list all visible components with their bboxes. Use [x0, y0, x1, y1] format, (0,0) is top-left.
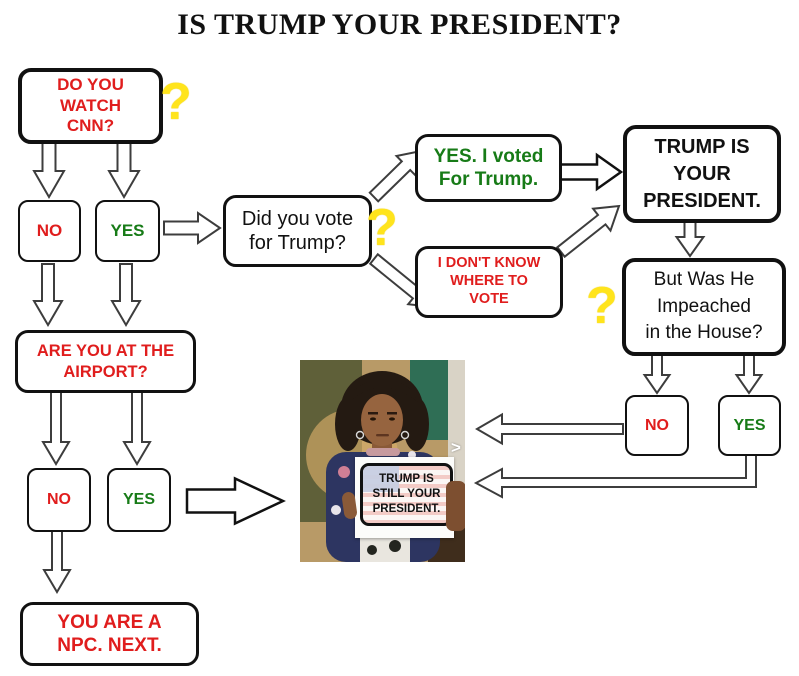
arrow-impeached-to-no: [642, 350, 672, 395]
photo-right-hand: [446, 481, 465, 531]
node-watch-cnn: DO YOU WATCH CNN?: [18, 68, 163, 144]
arrow-airport-to-no: [41, 389, 71, 466]
question-mark-vote: ?: [366, 199, 398, 257]
arrow-trumpis-to-impeached: [674, 217, 706, 258]
node-no-airport: NO: [27, 468, 91, 532]
arrow-yes-to-didvote: [163, 211, 222, 245]
node-yes-impeached: YES: [718, 395, 781, 456]
sign-flag-background: TRUMP IS STILL YOUR PRESIDENT.: [360, 463, 453, 526]
carousel-next-icon: >: [451, 438, 461, 457]
arrow-airport-to-yes: [122, 389, 152, 466]
node-npc: YOU ARE A NPC. NEXT.: [20, 602, 199, 666]
node-no-cnn: NO: [18, 200, 81, 262]
arrow-no-to-photo: [475, 412, 624, 446]
arrow-yes-elbow-to-photo: [473, 451, 757, 499]
page-title: IS TRUMP YOUR PRESIDENT?: [177, 8, 622, 41]
photo-face: [361, 394, 403, 446]
node-impeached: But Was He Impeached in the House?: [622, 258, 786, 356]
node-did-you-vote: Did you vote for Trump?: [223, 195, 372, 267]
sign-flag-canton: [363, 466, 399, 492]
question-mark-impeached: ?: [586, 277, 618, 335]
node-no-impeached: NO: [625, 395, 689, 456]
node-yes-airport: YES: [107, 468, 171, 532]
arrow-yesvoted-to-trumpis: [557, 152, 624, 192]
sign-text: TRUMP IS STILL YOUR PRESIDENT.: [372, 473, 441, 515]
question-mark-cnn: ?: [160, 73, 192, 131]
arrow-yes-to-photo: [185, 476, 286, 526]
node-dont-know: I DON'T KNOW WHERE TO VOTE: [415, 246, 563, 318]
arrow-no1-to-airport: [32, 263, 64, 327]
node-yes-cnn: YES: [95, 200, 160, 262]
node-airport: ARE YOU AT THE AIRPORT?: [15, 330, 196, 393]
arrow-cnn-to-yes: [107, 139, 141, 200]
arrow-cnn-to-no: [32, 139, 66, 200]
michelle-obama-photo: TRUMP IS STILL YOUR PRESIDENT. >: [300, 360, 465, 562]
arrow-no-to-npc: [42, 529, 72, 594]
arrow-didvote-to-yesvoted: [368, 149, 423, 203]
arrow-impeached-to-yes: [734, 350, 764, 395]
arrow-yes1-to-airport: [110, 263, 142, 327]
arrow-dontknow-to-trumpis: [555, 204, 621, 259]
node-trump-is-president: TRUMP IS YOUR PRESIDENT.: [623, 125, 781, 223]
sign-board: TRUMP IS STILL YOUR PRESIDENT.: [355, 457, 454, 538]
node-yes-voted: YES. I voted For Trump.: [415, 134, 562, 202]
